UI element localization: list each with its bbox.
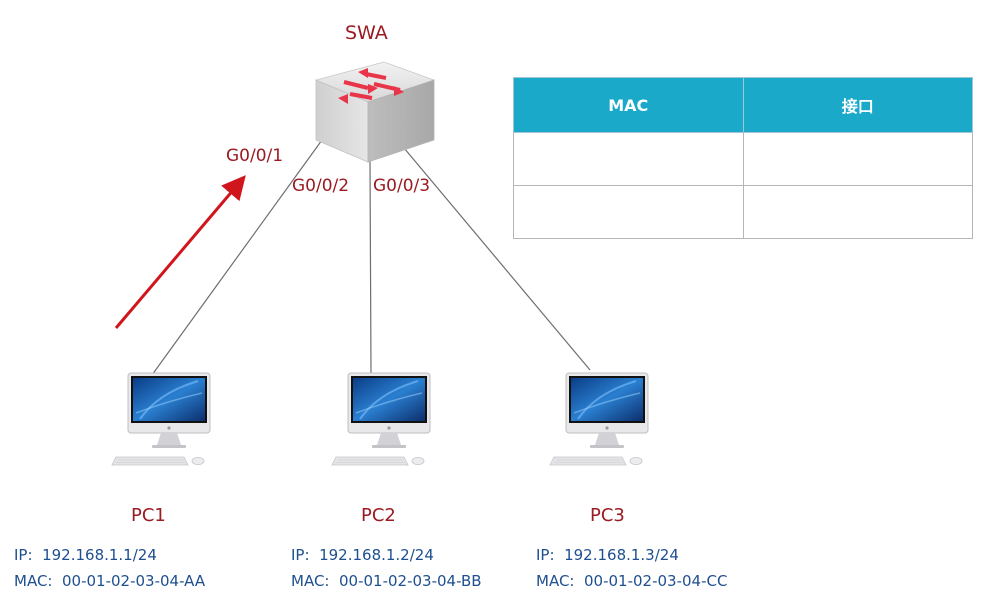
link-pc3: [403, 147, 591, 371]
table-cell: [742, 185, 973, 239]
table-cell: [513, 132, 744, 186]
table-cell: [742, 132, 973, 186]
link-pc2: [369, 159, 372, 376]
pc1-ip-line: IP: 192.168.1.1/24: [14, 542, 205, 568]
mac-address-table: MAC 接口: [513, 77, 973, 239]
pc3-ip-line: IP: 192.168.1.3/24: [536, 542, 727, 568]
frame-direction-arrow: [114, 175, 246, 329]
pc2-ip-line: IP: 192.168.1.2/24: [291, 542, 482, 568]
pc3-mac-line: MAC: 00-01-02-03-04-CC: [536, 568, 727, 594]
table-row: [513, 185, 973, 239]
ip-label: IP:: [14, 546, 33, 564]
pc2-computer-icon: [331, 372, 431, 466]
pc2-mac: 00-01-02-03-04-BB: [339, 572, 482, 590]
mac-label: MAC:: [14, 572, 53, 590]
pc3-computer-icon: [549, 372, 649, 466]
ip-label: IP:: [291, 546, 310, 564]
table-cell: [513, 185, 744, 239]
pc1-name: PC1: [131, 505, 166, 526]
pc3-mac: 00-01-02-03-04-CC: [584, 572, 728, 590]
switch-name: SWA: [345, 22, 388, 44]
table-header-mac: MAC: [513, 77, 744, 133]
ip-label: IP:: [536, 546, 555, 564]
pc2-mac-line: MAC: 00-01-02-03-04-BB: [291, 568, 482, 594]
pc2-info: IP: 192.168.1.2/24 MAC: 00-01-02-03-04-B…: [291, 542, 482, 594]
mac-label: MAC:: [536, 572, 575, 590]
pc3-ip: 192.168.1.3/24: [564, 546, 679, 564]
mac-label: MAC:: [291, 572, 330, 590]
pc1-computer-icon: [111, 372, 211, 466]
pc1-mac: 00-01-02-03-04-AA: [62, 572, 206, 590]
port-label-g0-0-3: G0/0/3: [373, 176, 431, 196]
pc1-mac-line: MAC: 00-01-02-03-04-AA: [14, 568, 205, 594]
pc2-ip: 192.168.1.2/24: [319, 546, 434, 564]
pc3-info: IP: 192.168.1.3/24 MAC: 00-01-02-03-04-C…: [536, 542, 727, 594]
table-header-interface: 接口: [742, 77, 973, 133]
port-label-g0-0-2: G0/0/2: [292, 176, 350, 196]
pc2-name: PC2: [361, 505, 396, 526]
pc1-ip: 192.168.1.1/24: [42, 546, 157, 564]
port-label-g0-0-1: G0/0/1: [226, 146, 284, 166]
pc1-info: IP: 192.168.1.1/24 MAC: 00-01-02-03-04-A…: [14, 542, 205, 594]
switch-icon: [314, 61, 436, 163]
pc3-name: PC3: [590, 505, 625, 526]
link-pc1: [151, 139, 323, 376]
table-row: [513, 132, 973, 186]
